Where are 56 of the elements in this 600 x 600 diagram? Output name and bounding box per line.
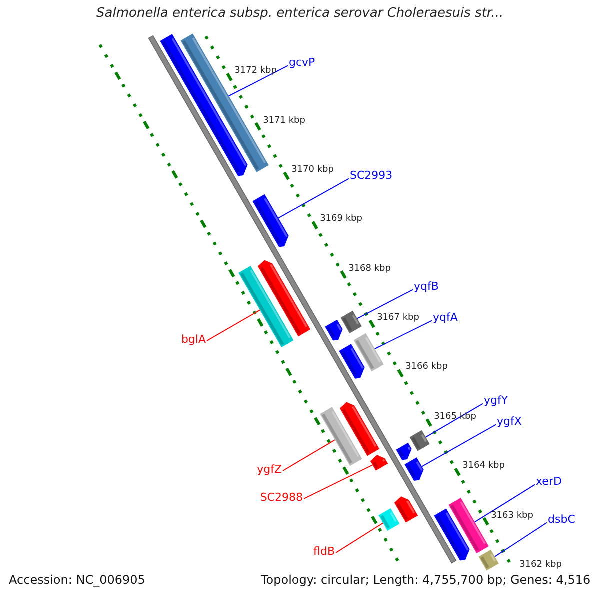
leader-line xyxy=(356,289,414,320)
accession-text: Accession: NC_006905 xyxy=(9,574,146,588)
gene-feature xyxy=(448,498,489,554)
gene-label: yqfA xyxy=(433,312,458,325)
leader-line xyxy=(425,403,484,438)
gene-feature xyxy=(394,496,418,523)
leader-line xyxy=(494,522,548,558)
genome-info-text: Topology: circular; Length: 4,755,700 bp; Genes: 4,516 xyxy=(261,574,591,588)
leader-line xyxy=(422,424,496,468)
gene-feature xyxy=(340,310,362,334)
gene-label: ygfZ xyxy=(257,464,282,477)
scale-label: 3171 kbp xyxy=(263,116,306,126)
gene-feature xyxy=(396,442,412,460)
leader-line xyxy=(374,320,432,350)
scale-label: 3163 kbp xyxy=(491,510,534,521)
gene-feature xyxy=(320,407,362,466)
scale-label: 3167 kbp xyxy=(377,313,420,324)
scale-label: 3164 kbp xyxy=(462,461,505,472)
gene-label: ygfX xyxy=(497,416,522,429)
title: Salmonella enterica subsp. enterica serovar Choleraesuis str... xyxy=(96,7,504,22)
gene-feature xyxy=(340,402,380,456)
gene-label: gcvP xyxy=(289,57,316,70)
leader-line xyxy=(278,178,350,219)
gene-label: dsbC xyxy=(548,514,576,527)
leader-line xyxy=(206,310,261,342)
gene-feature xyxy=(252,194,289,248)
gene-feature xyxy=(378,508,400,532)
gene-feature xyxy=(258,260,311,337)
scale-label: 3169 kbp xyxy=(320,214,362,225)
gene-feature xyxy=(339,344,365,379)
leader-line xyxy=(228,65,288,97)
scale-label: 3166 kbp xyxy=(406,362,448,373)
gene-label: SC2993 xyxy=(350,170,393,183)
leader-line xyxy=(336,522,384,554)
gene-feature xyxy=(410,430,430,452)
gene-feature xyxy=(370,455,388,471)
leader-line xyxy=(282,440,336,472)
scale-label: 3165 kbp xyxy=(434,412,476,422)
gene-label: fldB xyxy=(314,546,335,559)
gene-feature xyxy=(325,320,343,341)
gene-feature xyxy=(238,266,294,348)
gene-feature xyxy=(478,550,499,571)
leader-line xyxy=(304,464,374,500)
gene-feature xyxy=(404,458,424,482)
scale-label: 3170 kbp xyxy=(292,165,334,176)
gene-label: bglA xyxy=(181,334,206,347)
leader-line xyxy=(474,484,536,523)
gene-label: SC2988 xyxy=(260,492,303,505)
gene-feature xyxy=(354,333,384,372)
scale-label: 3168 kbp xyxy=(348,264,391,274)
gene-feature xyxy=(434,508,470,561)
scale-label: 3162 kbp xyxy=(520,560,562,570)
gene-label: ygfY xyxy=(484,395,508,408)
gene-label: yqfB xyxy=(414,281,439,294)
gene-label: xerD xyxy=(536,476,562,489)
scale-label: 3172 kbp xyxy=(234,66,277,77)
